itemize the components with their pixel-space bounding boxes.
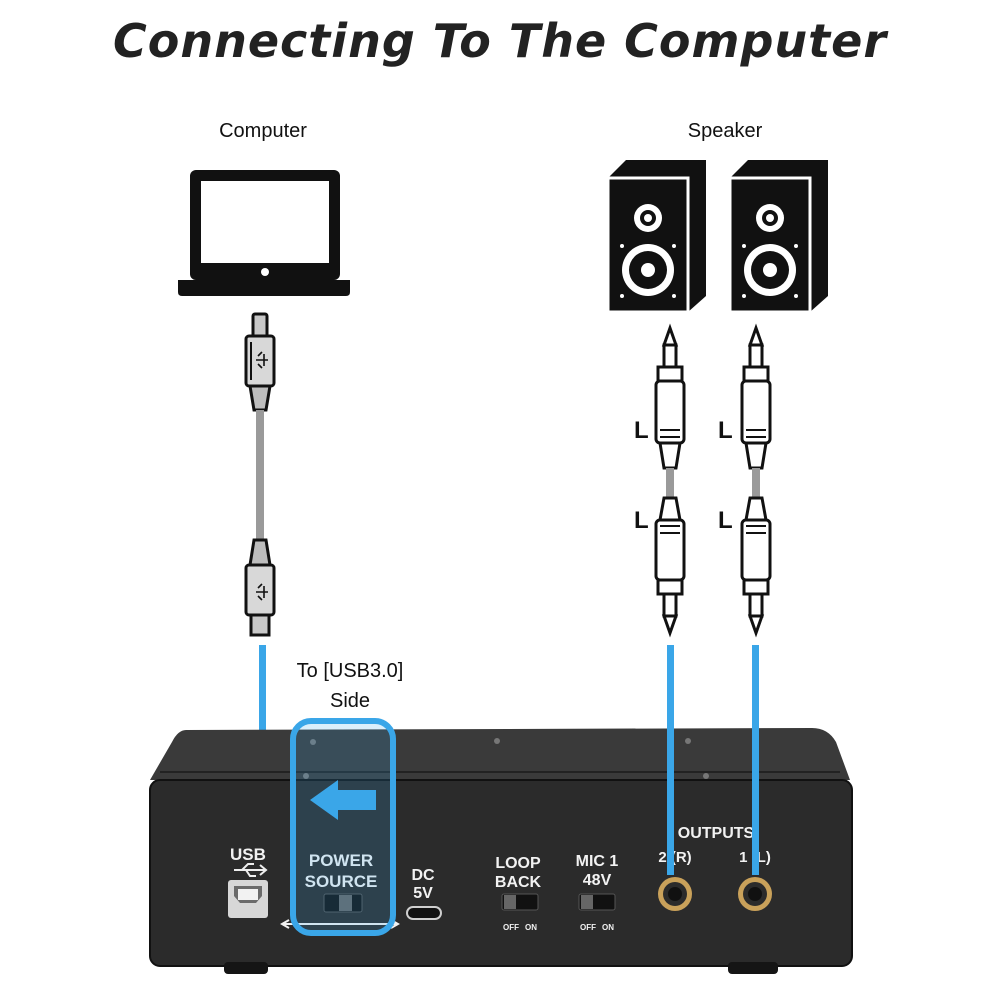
jack-cable-right bbox=[740, 323, 772, 638]
computer-label: Computer bbox=[219, 120, 307, 142]
usb-port-label: USB bbox=[230, 845, 266, 864]
loopback-off-label: OFF bbox=[503, 923, 519, 932]
plug-letter-left-top: L bbox=[634, 417, 649, 444]
power-source-highlight bbox=[290, 718, 396, 936]
mic-label-line2: 48V bbox=[583, 872, 612, 889]
loopback-label-line2: BACK bbox=[495, 874, 542, 891]
plug-letter-left-bottom: L bbox=[634, 507, 649, 534]
dc-label-line1: DC bbox=[411, 867, 435, 884]
mic-off-label: OFF bbox=[580, 923, 596, 932]
output-2-jack[interactable] bbox=[658, 877, 692, 911]
jack-cable-left bbox=[654, 323, 686, 638]
output-2-guide-line bbox=[667, 645, 674, 875]
output-2-label: 2 (R) bbox=[658, 849, 691, 866]
plug-letter-right-top: L bbox=[718, 417, 733, 444]
loopback-on-label: ON bbox=[525, 923, 537, 932]
left-arrow-icon bbox=[310, 780, 376, 820]
usb-side-note: To [USB3.0] Side bbox=[255, 656, 445, 716]
usb-c-port[interactable] bbox=[406, 906, 442, 920]
usb-side-note-line1: To [USB3.0] bbox=[296, 660, 404, 682]
phantom-power-switch[interactable] bbox=[578, 893, 616, 911]
usb-side-note-line2: Side bbox=[329, 690, 371, 712]
power-source-switch[interactable] bbox=[323, 893, 363, 913]
audio-interface-device bbox=[149, 728, 853, 974]
diagram-title: Connecting To The Computer bbox=[112, 14, 888, 68]
output-1-jack[interactable] bbox=[738, 877, 772, 911]
mic-label-line1: MIC 1 bbox=[576, 853, 619, 870]
loopback-label-line1: LOOP bbox=[495, 855, 541, 872]
speaker-icon-left bbox=[606, 160, 706, 314]
usb-b-port[interactable] bbox=[228, 880, 268, 918]
plug-letter-right-bottom: L bbox=[718, 507, 733, 534]
power-source-label-line2: SOURCE bbox=[305, 872, 378, 891]
outputs-label: OUTPUTS bbox=[678, 825, 755, 842]
usb-symbol-icon bbox=[234, 863, 268, 877]
usb-cable bbox=[244, 312, 276, 637]
laptop-icon bbox=[178, 170, 350, 296]
speaker-label: Speaker bbox=[687, 120, 763, 142]
power-source-label-line1: POWER bbox=[309, 851, 373, 870]
speaker-icon-right bbox=[728, 160, 828, 314]
dc-label-line2: 5V bbox=[413, 885, 433, 902]
mic-on-label: ON bbox=[602, 923, 614, 932]
loopback-switch[interactable] bbox=[501, 893, 539, 911]
output-1-guide-line bbox=[752, 645, 759, 875]
